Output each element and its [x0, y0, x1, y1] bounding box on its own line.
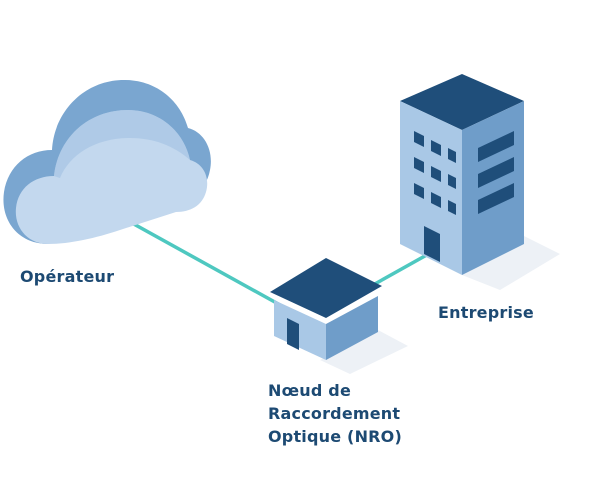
nro-label-line-3: Optique (NRO) [268, 427, 402, 446]
cloud-icon [3, 80, 211, 244]
nro-label-line-2: Raccordement [268, 404, 401, 423]
office-building-icon [400, 74, 560, 290]
entreprise-label: Entreprise [438, 303, 534, 322]
nro-label: Nœud de Raccordement Optique (NRO) [268, 379, 402, 448]
small-building-icon [270, 258, 408, 374]
link-operateur-nro [110, 210, 284, 308]
nro-label-line-1: Nœud de [268, 381, 352, 400]
operateur-label: Opérateur [20, 267, 115, 286]
link-nro-entreprise [371, 250, 434, 287]
